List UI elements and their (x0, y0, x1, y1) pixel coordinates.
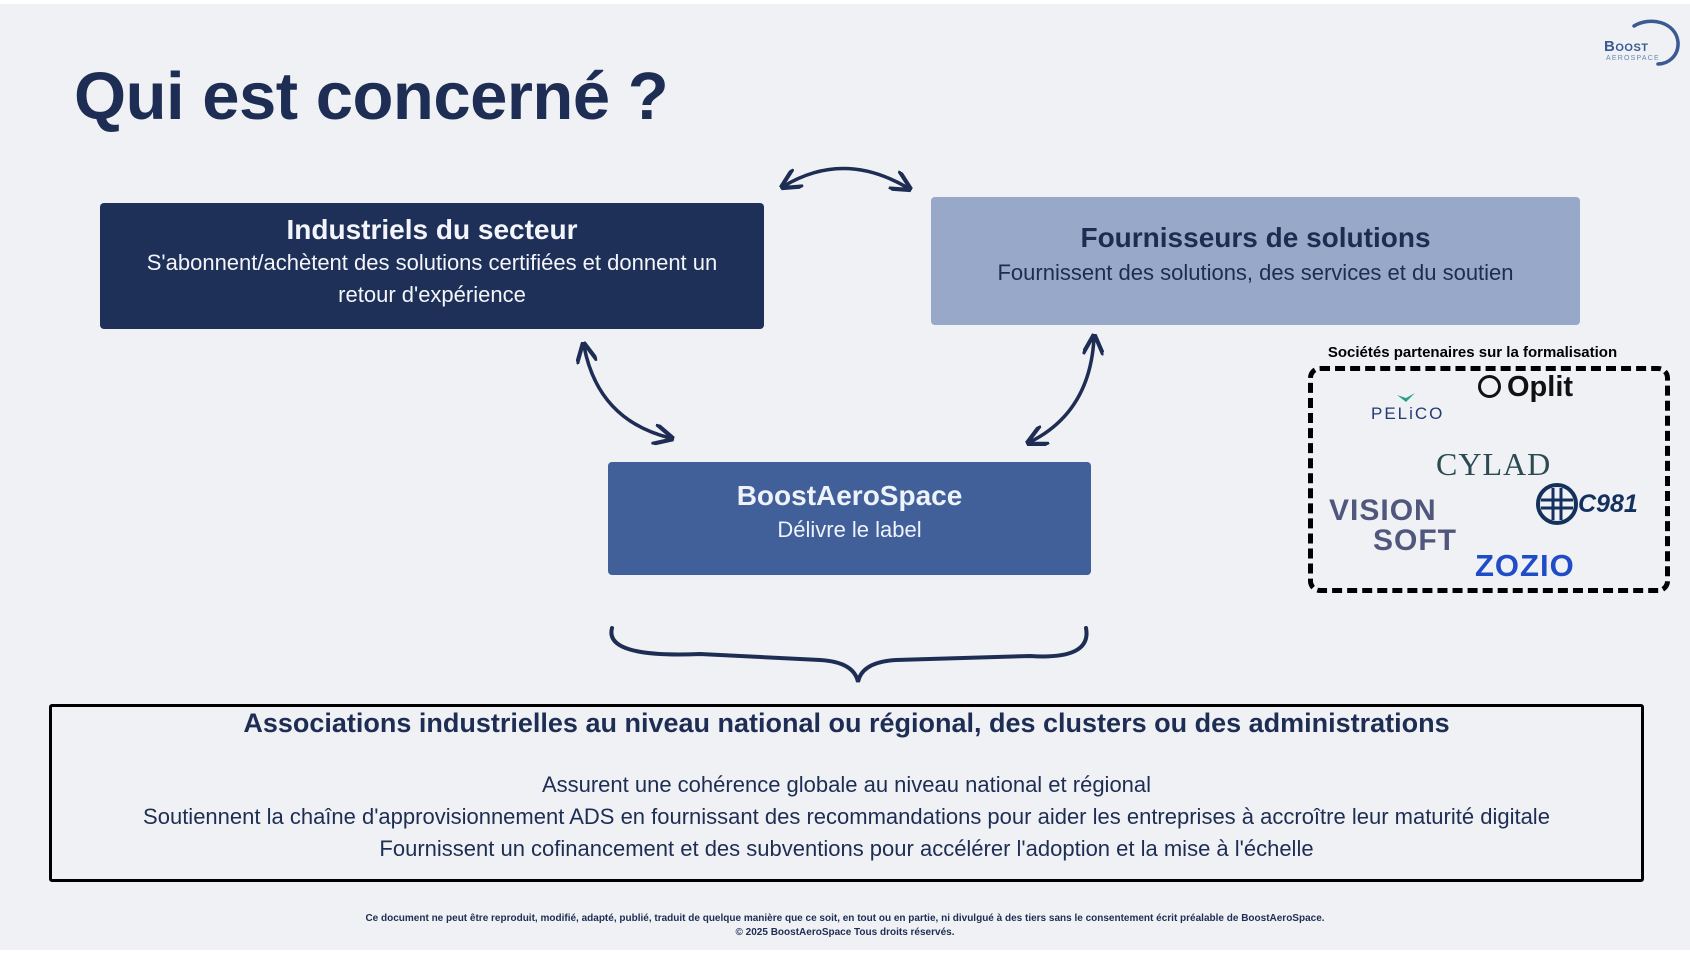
logo-word: Boost (1604, 38, 1649, 55)
oplit-logo: Oplit (1478, 371, 1573, 404)
box-fournisseurs: Fournisseurs de solutions Fournissent de… (931, 197, 1580, 325)
page-title: Qui est concerné ? (74, 59, 669, 134)
boostaerospace-text: Délivre le label (777, 517, 922, 542)
associations-line: Assurent une cohérence globale au niveau… (541, 772, 1152, 797)
boostaerospace-heading: BoostAeroSpace (736, 480, 963, 511)
pelico-bird-icon (1397, 393, 1415, 402)
arrow-top-double (784, 166, 908, 188)
box-industriels: Industriels du secteur S'abonnent/achète… (100, 203, 764, 329)
vision-logo: VISION (1329, 494, 1437, 527)
pelico-logo: PELiCO (1371, 404, 1445, 423)
soft-logo: SOFT (1373, 524, 1457, 557)
footer-disclaimer: Ce document ne peut être reproduit, modi… (365, 913, 1325, 924)
footer-copyright: © 2025 BoostAeroSpace Tous droits réserv… (735, 927, 955, 938)
box-boostaerospace: BoostAeroSpace Délivre le label (608, 462, 1091, 575)
c981-emblem-icon (1536, 483, 1578, 525)
arrow-right-double (1030, 338, 1094, 442)
industriels-text: S'abonnent/achètent des solutions certif… (146, 250, 718, 307)
oplit-logo-text: Oplit (1507, 371, 1574, 403)
boostaerospace-logo: Boost AEROSPACE (1598, 12, 1684, 68)
associations-lines: Assurent une cohérence globale au niveau… (52, 769, 1641, 865)
connector-arrows (0, 166, 1690, 683)
c981-logo: C981 (1578, 490, 1638, 518)
zozio-logo: ZOZIO (1475, 548, 1575, 583)
slide: Qui est concerné ? Boost AEROSPACE Indus… (0, 4, 1690, 950)
associations-line: Fournissent un cofinancement et des subv… (379, 836, 1314, 861)
fournisseurs-heading: Fournisseurs de solutions (1080, 222, 1431, 253)
associations-heading: Associations industrielles au niveau nat… (243, 708, 1450, 738)
legal-footer: Ce document ne peut être reproduit, modi… (0, 912, 1690, 940)
industriels-heading: Industriels du secteur (286, 214, 578, 245)
associations-line: Soutiennent la chaîne d'approvisionnemen… (143, 804, 1550, 829)
oplit-circle-icon (1478, 375, 1501, 398)
partners-title: Sociétés partenaires sur la formalisatio… (1327, 344, 1618, 361)
partners-frame (1308, 366, 1670, 593)
arrow-left-double (584, 346, 670, 438)
logo-subtitle: AEROSPACE (1606, 55, 1660, 62)
associations-box: Associations industrielles au niveau nat… (49, 704, 1644, 882)
fournisseurs-text: Fournissent des solutions, des services … (997, 260, 1514, 285)
cylad-logo: CYLAD (1436, 446, 1552, 482)
curly-brace (609, 626, 1089, 683)
